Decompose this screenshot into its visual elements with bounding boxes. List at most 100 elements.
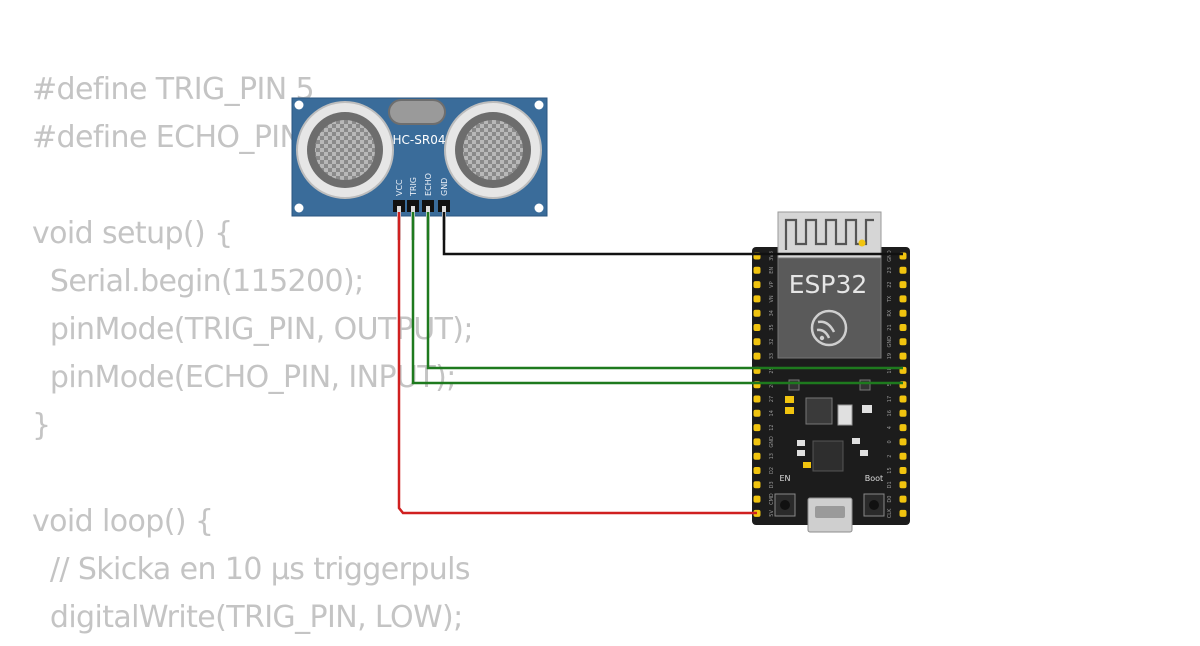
pin-label: EN xyxy=(769,267,775,274)
code-line: #define TRIG_PIN 5 xyxy=(32,72,315,107)
pin-pad[interactable] xyxy=(899,395,907,403)
pin-label: 16 xyxy=(887,410,893,416)
smd-part xyxy=(785,407,794,414)
wires xyxy=(397,212,903,515)
code-line: void setup() { xyxy=(32,216,233,251)
pin-pad[interactable] xyxy=(899,438,907,446)
trig-wire[interactable] xyxy=(411,212,903,385)
espressif-logo-icon xyxy=(810,309,848,347)
pin-label: GND xyxy=(887,336,893,348)
sensor-pin-label: TRIG xyxy=(409,177,418,197)
pin-label: D0 xyxy=(887,496,893,503)
code-line: Serial.begin(115200); xyxy=(32,264,364,299)
smd-part xyxy=(785,396,794,403)
pin-pad[interactable] xyxy=(899,309,907,317)
usb-uart-chip xyxy=(812,440,844,472)
pin-pad[interactable] xyxy=(899,409,907,417)
pin-label: 27 xyxy=(769,396,775,402)
smd-part xyxy=(797,450,805,456)
gnd-wire[interactable] xyxy=(442,212,903,256)
pin-label: VP xyxy=(769,281,775,287)
module-shield xyxy=(777,257,882,359)
pin-pad[interactable] xyxy=(753,352,761,360)
pin-pad[interactable] xyxy=(899,509,907,517)
pin-label: 0 xyxy=(887,440,893,443)
echo-wire[interactable] xyxy=(426,212,903,370)
pin-label: GND xyxy=(887,250,893,262)
smd-part xyxy=(852,438,860,444)
pin-pad[interactable] xyxy=(753,309,761,317)
pin-label: 21 xyxy=(887,324,893,330)
pin-label: 32 xyxy=(769,339,775,345)
pin-pad[interactable] xyxy=(899,495,907,503)
pin-pad[interactable] xyxy=(753,424,761,432)
pin-label: D2 xyxy=(769,467,775,474)
pin-label: 19 xyxy=(887,353,893,359)
pin-label: TX xyxy=(887,295,893,303)
pin-pad[interactable] xyxy=(899,281,907,289)
pin-pad[interactable] xyxy=(899,338,907,346)
code-line: } xyxy=(32,408,51,443)
pin-label: 25 xyxy=(769,367,775,373)
transducer-right xyxy=(444,101,542,199)
pin-label: 15 xyxy=(887,467,893,473)
usb-port[interactable] xyxy=(807,497,853,533)
pin-label: 33 xyxy=(769,353,775,359)
pin-label: 26 xyxy=(769,382,775,388)
pin-label: 4 xyxy=(887,426,893,429)
pin-label: D1 xyxy=(887,481,893,488)
pin-pad[interactable] xyxy=(753,338,761,346)
pin-pad[interactable] xyxy=(899,266,907,274)
pin-pad[interactable] xyxy=(899,467,907,474)
pin-label: 13 xyxy=(769,453,775,459)
voltage-regulator xyxy=(805,397,833,425)
en-button[interactable] xyxy=(774,493,796,517)
pin-pad[interactable] xyxy=(899,352,907,360)
pin-pad[interactable] xyxy=(753,452,761,460)
pin-label: RX xyxy=(887,309,893,316)
pin-label: 22 xyxy=(887,281,893,287)
pin-label: 5 xyxy=(887,383,893,386)
boot-button[interactable] xyxy=(863,493,885,517)
smd-part xyxy=(859,379,871,391)
en-label: EN xyxy=(779,474,790,483)
pin-pad[interactable] xyxy=(753,495,761,503)
code-line: pinMode(TRIG_PIN, OUTPUT); xyxy=(32,312,474,347)
pin-pad[interactable] xyxy=(753,295,761,303)
sensor-label: HC-SR04 xyxy=(393,133,446,147)
pin-pad[interactable] xyxy=(899,424,907,432)
pin-pad[interactable] xyxy=(899,324,907,331)
pin-label: 23 xyxy=(887,267,893,273)
code-line: pinMode(ECHO_PIN, INPUT); xyxy=(32,360,456,395)
smd-part xyxy=(803,462,811,468)
pin-label: 14 xyxy=(769,410,775,416)
pin-label: 34 xyxy=(769,310,775,316)
pin-pad[interactable] xyxy=(753,266,761,274)
smd-part xyxy=(788,379,800,391)
pin-pad[interactable] xyxy=(899,452,907,460)
pin-pad[interactable] xyxy=(753,467,761,474)
pin-pad[interactable] xyxy=(753,395,761,403)
pin-label: 12 xyxy=(769,424,775,430)
pin-pad[interactable] xyxy=(753,281,761,289)
pin-pad[interactable] xyxy=(753,481,761,489)
vcc-wire[interactable] xyxy=(397,212,757,515)
sensor-pin-label: GND xyxy=(440,178,449,196)
pin-pad[interactable] xyxy=(899,481,907,489)
pin-label: 17 xyxy=(887,396,893,402)
pin-label: GND xyxy=(769,436,775,448)
mount-hole xyxy=(534,203,544,213)
board-label: ESP32 xyxy=(789,270,868,299)
pin-pad[interactable] xyxy=(753,324,761,331)
pin-pad[interactable] xyxy=(753,409,761,417)
smd-part xyxy=(862,405,872,413)
pin-label: 3V3 xyxy=(769,251,775,261)
smd-part xyxy=(797,440,805,446)
mount-hole xyxy=(294,100,304,110)
esp32-board[interactable]: ESP32 EN Boot xyxy=(752,211,910,533)
pin-pad[interactable] xyxy=(753,438,761,446)
pin-pad[interactable] xyxy=(899,295,907,303)
